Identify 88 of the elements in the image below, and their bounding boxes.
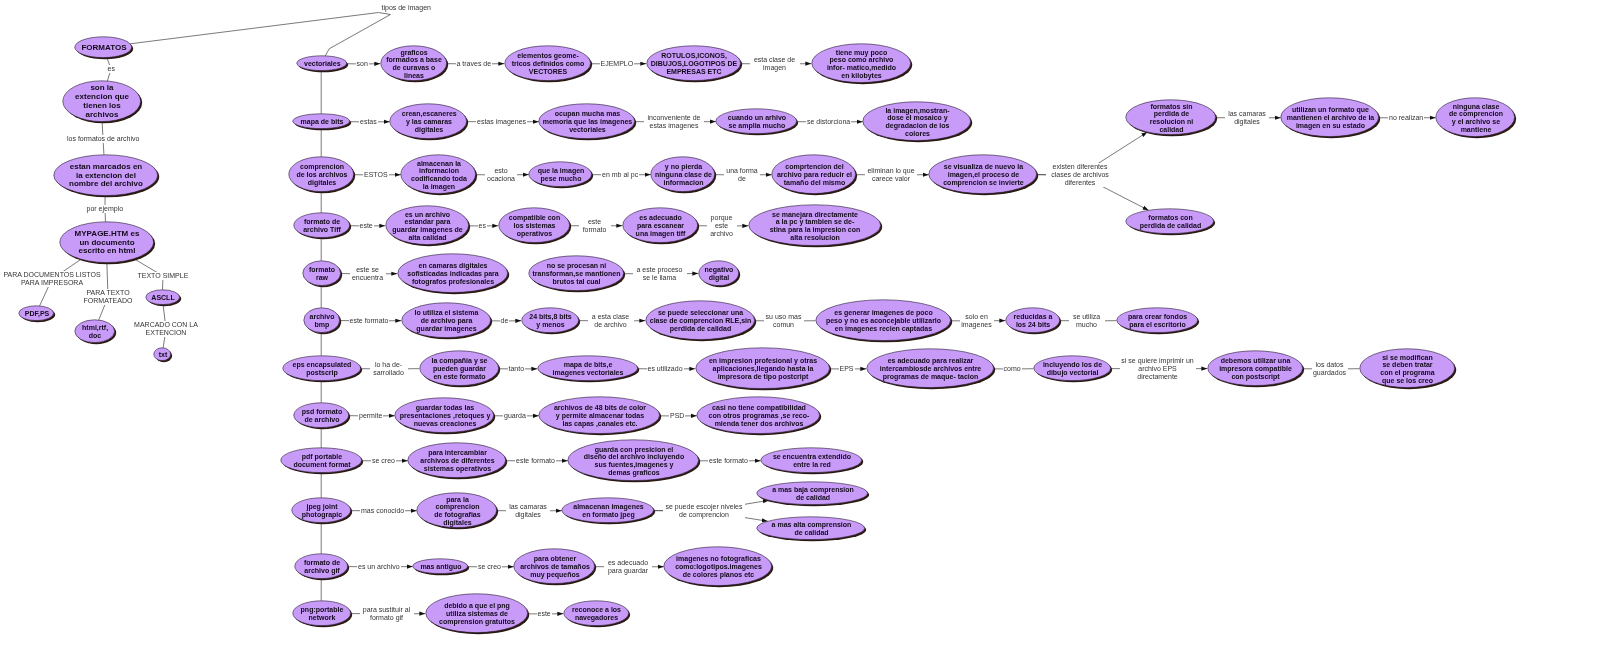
concept-ellipse <box>61 80 143 124</box>
concept-ellipse <box>144 289 182 307</box>
connector-line <box>320 70 322 115</box>
concept-ellipse <box>756 516 867 542</box>
concept-ellipse <box>288 156 356 194</box>
concept-ellipse <box>412 558 470 576</box>
concept-ellipse <box>696 396 822 436</box>
concept-ellipse <box>771 154 858 196</box>
concept-text: estan marcados en la extencion del nombre del archivo <box>68 162 144 190</box>
concept-text: son la extencion que tienen los archivos <box>74 84 130 120</box>
concept-ellipse <box>407 442 508 480</box>
concept-ellipse <box>1435 97 1517 139</box>
connector-line <box>320 522 322 555</box>
concept-ellipse <box>513 548 597 586</box>
connector-line <box>320 285 322 309</box>
concept-ellipse <box>663 546 774 588</box>
concept-ellipse <box>928 154 1039 196</box>
concept-ellipse <box>538 103 637 141</box>
concept-ellipse <box>527 255 626 293</box>
concept-ellipse <box>400 154 478 196</box>
concept-ellipse <box>416 492 499 530</box>
concept-ellipse <box>536 355 640 383</box>
concept-ellipse <box>292 113 352 131</box>
concept-ellipse <box>74 36 134 60</box>
concept-ellipse <box>1125 99 1218 137</box>
connector-line <box>320 578 322 602</box>
concept-ellipse <box>862 101 973 143</box>
concept-ellipse <box>280 447 364 475</box>
concept-ellipse <box>747 204 883 248</box>
connector-line <box>320 237 322 262</box>
concept-ellipse <box>295 55 349 73</box>
connector-line <box>320 380 322 404</box>
concept-ellipse <box>424 593 530 635</box>
concept-ellipse <box>291 497 353 525</box>
concept-ellipse <box>389 103 469 141</box>
concept-ellipse <box>153 347 173 363</box>
concept-ellipse <box>697 260 741 288</box>
concept-ellipse <box>294 553 350 581</box>
concept-ellipse <box>302 307 342 335</box>
connector-line <box>320 427 322 449</box>
concept-ellipse <box>567 439 701 483</box>
concept-ellipse <box>1206 350 1305 388</box>
concept-text: MYPAGE.HTM es un documento escrito en html <box>74 229 140 257</box>
concept-ellipse <box>1032 355 1113 383</box>
concept-ellipse <box>621 207 700 245</box>
concept-ellipse <box>644 300 757 342</box>
connector-line <box>320 128 322 158</box>
concept-ellipse <box>52 154 160 198</box>
concept-ellipse <box>1280 97 1381 139</box>
concept-ellipse <box>528 161 594 189</box>
concept-ellipse <box>301 260 343 288</box>
concept-ellipse <box>292 212 352 240</box>
concept-ellipse <box>291 600 353 628</box>
connector-line <box>320 472 322 499</box>
concept-ellipse <box>715 108 799 136</box>
concept-ellipse <box>497 207 572 245</box>
concept-ellipse <box>1115 307 1200 335</box>
concept-ellipse <box>538 396 662 436</box>
concept-ellipse <box>814 299 953 343</box>
concept-ellipse <box>396 253 510 295</box>
concept-ellipse <box>1358 348 1457 390</box>
connector-line <box>320 332 322 357</box>
concept-ellipse <box>293 402 351 430</box>
concept-ellipse <box>810 43 913 85</box>
concept-ellipse <box>865 348 996 390</box>
concept-ellipse <box>760 447 864 475</box>
connector-line <box>129 12 391 57</box>
concept-text: FORMATOS <box>81 43 127 53</box>
concept-ellipse <box>694 347 832 391</box>
concept-ellipse <box>281 355 363 383</box>
concept-ellipse <box>379 45 449 83</box>
concept-ellipse <box>520 307 581 335</box>
concept-ellipse <box>645 45 743 83</box>
concept-ellipse <box>394 397 496 435</box>
concept-ellipse <box>18 305 56 323</box>
concept-ellipse <box>503 45 593 83</box>
concept-ellipse <box>1125 208 1216 236</box>
concept-ellipse <box>562 600 631 628</box>
concept-ellipse <box>650 156 717 194</box>
concept-ellipse <box>400 302 493 340</box>
concept-ellipse <box>1004 307 1062 335</box>
connector-line <box>320 191 322 214</box>
concept-ellipse <box>561 497 656 525</box>
concept-ellipse <box>73 319 117 345</box>
concept-ellipse <box>58 221 156 265</box>
concept-ellipse <box>384 205 471 247</box>
concept-ellipse <box>756 481 870 507</box>
concept-ellipse <box>418 350 501 388</box>
